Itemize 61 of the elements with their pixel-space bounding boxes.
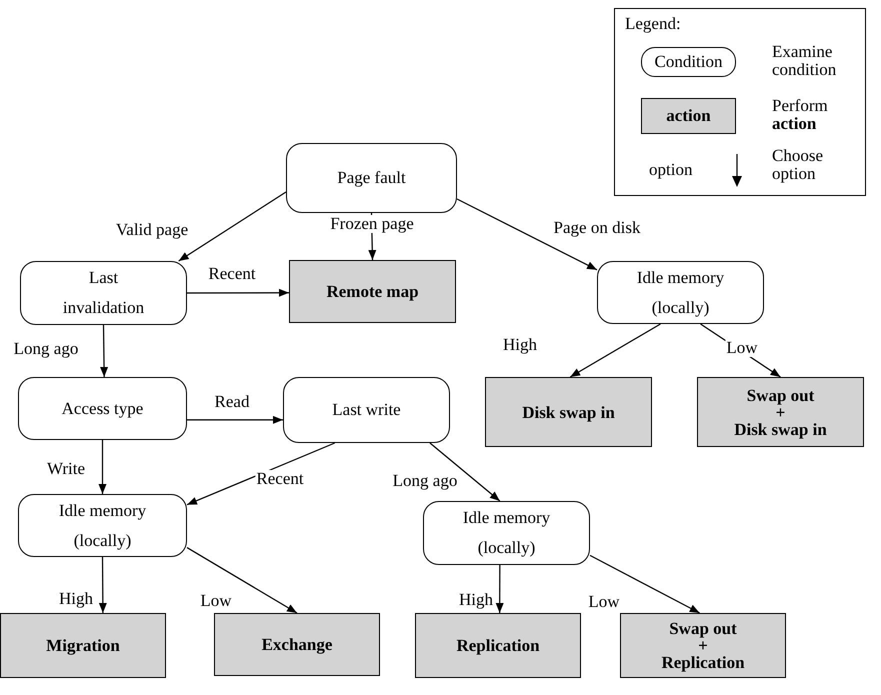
action-box [214,613,380,676]
arrow [100,325,108,377]
arrow [187,416,283,424]
condition-box [286,143,457,213]
edge-label: Frozen page [329,215,415,233]
node-text: Disk swap in [522,404,615,420]
edge-label: High [458,591,494,609]
action-box [415,613,581,678]
edge-label: Long ago [12,340,80,358]
condition-box [18,377,187,440]
arrow [570,323,661,378]
condition-box [20,261,187,325]
arrow [178,192,286,262]
arrow [496,565,504,613]
condition-box [283,377,450,443]
arrow [186,547,298,614]
arrow [590,554,700,614]
action-box [697,377,864,447]
edge-label: High [502,336,538,354]
arrow [430,442,500,502]
legend-text: Examine condition [772,43,838,79]
condition-box [423,501,590,565]
edge-label: High [58,590,94,608]
node-text: Remote map [326,283,419,300]
action-box [289,260,456,323]
action-sample: action [641,98,736,134]
node-text: Replication [456,637,540,654]
node-text: Exchange [262,636,332,653]
legend-text: Choose option [772,147,824,183]
arrow [186,442,335,506]
node-text: + [776,404,786,420]
arrow [187,288,289,297]
option-sample: option [649,161,692,179]
legend-title: Legend: [625,15,681,33]
node-text: Idle memory (locally) [462,507,552,559]
condition-box [597,261,764,324]
node-text: Page fault [337,167,406,189]
legend-text: Perform action [772,97,829,133]
node-text: Idle memory (locally) [58,500,148,552]
action-box [0,613,166,678]
node-text: Last write [332,399,401,421]
action-box [485,377,652,447]
node-text: Disk swap in [734,420,827,438]
condition-sample: Condition [641,47,736,77]
node-text: Swap out [669,620,737,637]
node-text: Last invalidation [62,267,146,319]
arrow [456,198,598,270]
condition-box [18,494,187,557]
node-text: Swap out [746,386,814,404]
edge-label: Long ago [392,472,458,490]
node-text: Replication [661,654,745,671]
node-text: Access type [62,398,144,420]
edge-label: Page on disk [552,219,642,237]
action-box [620,613,786,678]
node-text: Idle memory (locally) [636,266,726,319]
edge-label: Low [725,339,759,357]
node-text: + [698,637,708,654]
arrow [98,440,106,494]
edge-label: Valid page [114,221,190,239]
arrow [98,557,107,613]
node-text: Migration [46,637,120,654]
